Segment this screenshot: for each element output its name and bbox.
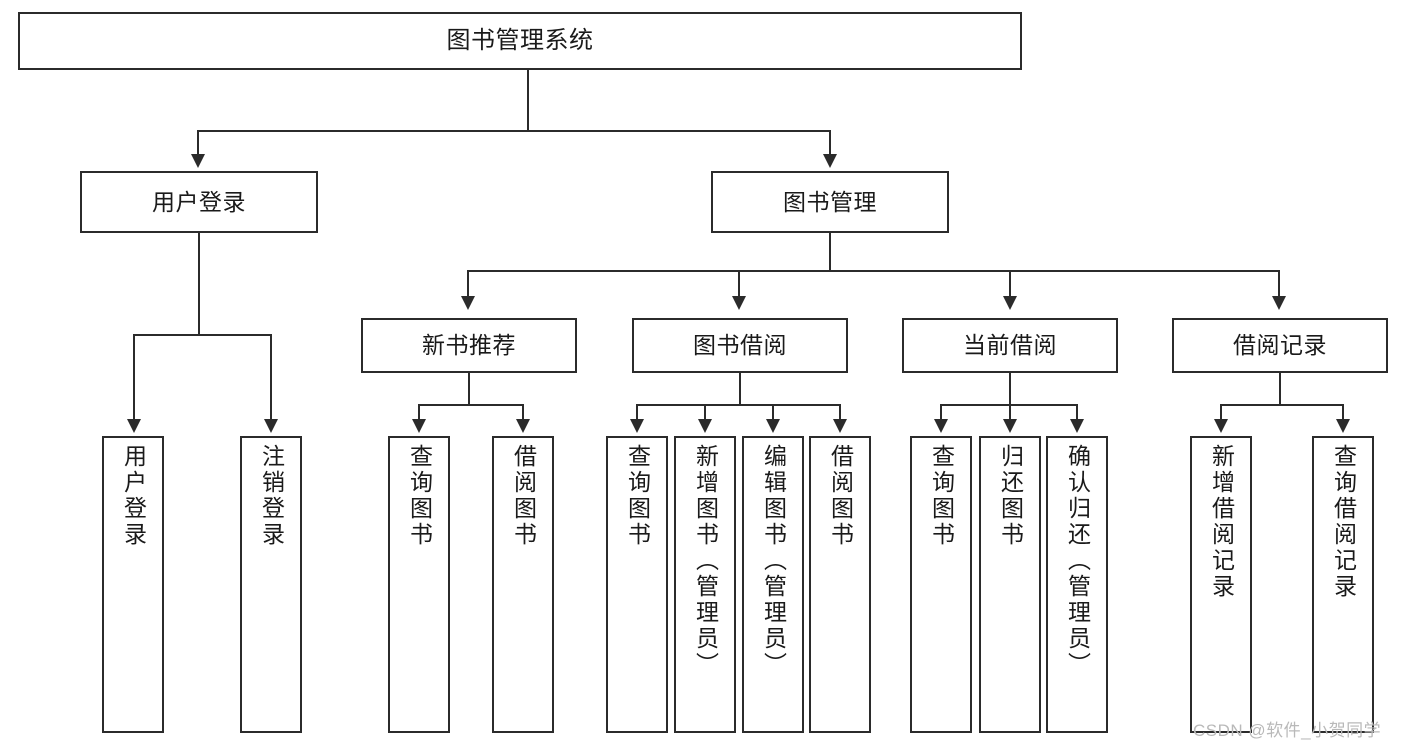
arrowhead-new-book-recommend-leaf-1 (412, 419, 426, 433)
edge-to-book-borrow (738, 270, 740, 298)
arrowhead-current-borrow-leaf-1 (934, 419, 948, 433)
node-label: 查询图书 (928, 444, 955, 548)
node-label: 查询图书 (406, 444, 433, 548)
node-label: 借阅图书 (827, 444, 854, 548)
node-borrow-record[interactable]: 借阅记录 (1172, 318, 1388, 373)
node-user-login[interactable]: 用户登录 (80, 171, 318, 233)
edge-book-borrow-drop-4 (839, 404, 841, 420)
edge-new-book-recommend-drop-2 (522, 404, 524, 420)
leaf-user-login-login[interactable]: 用户登录 (102, 436, 164, 733)
leaf-current-borrow-confirm-return-admin[interactable]: 确认归还（管理员） (1046, 436, 1108, 733)
node-label: 确认归还（管理员） (1064, 444, 1091, 678)
node-label: 图书管理系统 (446, 27, 594, 55)
edge-user-login-bus (133, 334, 272, 336)
node-label: 新增借阅记录 (1208, 444, 1235, 600)
edge-borrow-record-stem (1279, 373, 1281, 405)
leaf-borrow-record-add-record[interactable]: 新增借阅记录 (1190, 436, 1252, 733)
edge-book-borrow-drop-3 (772, 404, 774, 420)
node-current-borrow[interactable]: 当前借阅 (902, 318, 1118, 373)
edge-current-borrow-stem (1009, 373, 1011, 405)
edge-book-borrow-bus (636, 404, 841, 406)
node-root-book-management-system[interactable]: 图书管理系统 (18, 12, 1022, 70)
edge-to-borrow-record (1278, 270, 1280, 298)
edge-book-borrow-drop-2 (704, 404, 706, 420)
leaf-current-borrow-return-book[interactable]: 归还图书 (979, 436, 1041, 733)
node-label: 编辑图书（管理员） (760, 444, 787, 678)
node-label: 用户登录 (120, 444, 147, 548)
edge-borrow-record-bus (1220, 404, 1344, 406)
edge-borrow-record-drop-2 (1342, 404, 1344, 420)
edge-book-management-stem (829, 233, 831, 271)
arrowhead-book-borrow-leaf-2 (698, 419, 712, 433)
arrowhead-to-book-borrow (732, 296, 746, 310)
node-label: 新书推荐 (422, 332, 516, 359)
leaf-current-borrow-query-book[interactable]: 查询图书 (910, 436, 972, 733)
node-label: 当前借阅 (963, 332, 1057, 359)
edge-user-login-stem (198, 233, 200, 335)
edge-to-user-login (197, 130, 199, 156)
node-book-management[interactable]: 图书管理 (711, 171, 949, 233)
edge-to-book-management (829, 130, 831, 156)
edge-new-book-recommend-drop-1 (418, 404, 420, 420)
arrowhead-borrow-record-leaf-1 (1214, 419, 1228, 433)
edge-level2-bus (467, 270, 1279, 272)
edge-root-stem (527, 70, 529, 131)
leaf-book-borrow-add-book-admin[interactable]: 新增图书（管理员） (674, 436, 736, 733)
node-label: 新增图书（管理员） (692, 444, 719, 678)
node-label: 查询借阅记录 (1330, 444, 1357, 600)
arrowhead-to-borrow-record (1272, 296, 1286, 310)
arrowhead-user-login-leaf-1 (127, 419, 141, 433)
arrowhead-book-borrow-leaf-4 (833, 419, 847, 433)
leaf-borrow-record-query-record[interactable]: 查询借阅记录 (1312, 436, 1374, 733)
arrowhead-to-book-management (823, 154, 837, 168)
edge-book-borrow-stem (739, 373, 741, 405)
node-label: 注销登录 (258, 444, 285, 548)
arrowhead-borrow-record-leaf-2 (1336, 419, 1350, 433)
leaf-user-login-logout[interactable]: 注销登录 (240, 436, 302, 733)
node-label: 图书管理 (783, 188, 877, 215)
edge-user-login-drop-2 (270, 334, 272, 420)
leaf-book-borrow-query-book[interactable]: 查询图书 (606, 436, 668, 733)
leaf-book-borrow-edit-book-admin[interactable]: 编辑图书（管理员） (742, 436, 804, 733)
arrowhead-book-borrow-leaf-3 (766, 419, 780, 433)
edge-to-new-book-recommend (467, 270, 469, 298)
node-book-borrow[interactable]: 图书借阅 (632, 318, 848, 373)
arrowhead-current-borrow-leaf-3 (1070, 419, 1084, 433)
leaf-new-book-recommend-borrow-book[interactable]: 借阅图书 (492, 436, 554, 733)
node-label: 借阅记录 (1233, 332, 1327, 359)
edge-new-book-recommend-bus (418, 404, 524, 406)
arrowhead-to-current-borrow (1003, 296, 1017, 310)
node-label: 查询图书 (624, 444, 651, 548)
edge-user-login-drop-1 (133, 334, 135, 420)
arrowhead-user-login-leaf-2 (264, 419, 278, 433)
arrowhead-book-borrow-leaf-1 (630, 419, 644, 433)
leaf-book-borrow-borrow-book[interactable]: 借阅图书 (809, 436, 871, 733)
edge-book-borrow-drop-1 (636, 404, 638, 420)
edge-current-borrow-drop-3 (1076, 404, 1078, 420)
edge-level1-bus (197, 130, 830, 132)
arrowhead-to-new-book-recommend (461, 296, 475, 310)
arrowhead-current-borrow-leaf-2 (1003, 419, 1017, 433)
node-label: 借阅图书 (510, 444, 537, 548)
node-label: 图书借阅 (693, 332, 787, 359)
node-new-book-recommend[interactable]: 新书推荐 (361, 318, 577, 373)
edge-to-current-borrow (1009, 270, 1011, 298)
arrowhead-to-user-login (191, 154, 205, 168)
edge-current-borrow-drop-1 (940, 404, 942, 420)
node-label: 用户登录 (152, 188, 246, 215)
edge-new-book-recommend-stem (468, 373, 470, 405)
edge-borrow-record-drop-1 (1220, 404, 1222, 420)
arrowhead-new-book-recommend-leaf-2 (516, 419, 530, 433)
edge-current-borrow-drop-2 (1009, 404, 1011, 420)
node-label: 归还图书 (997, 444, 1024, 548)
leaf-new-book-recommend-query-book[interactable]: 查询图书 (388, 436, 450, 733)
